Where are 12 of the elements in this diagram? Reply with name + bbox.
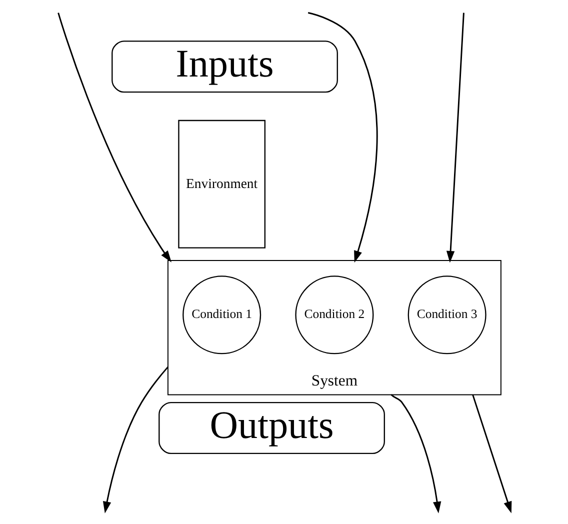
node-circle: Condition 2 [294, 276, 374, 354]
arrow [390, 394, 441, 514]
arrow [472, 394, 512, 514]
node-circle: Condition 1 [182, 276, 261, 354]
arrow [307, 12, 378, 263]
node-box: Environment [178, 120, 265, 248]
node-box: Inputs [111, 40, 338, 93]
node-circle: Condition 3 [407, 276, 486, 354]
arrow [102, 366, 168, 514]
node-box: Outputs [158, 402, 384, 454]
arrow [57, 12, 172, 262]
arrow [446, 12, 464, 263]
